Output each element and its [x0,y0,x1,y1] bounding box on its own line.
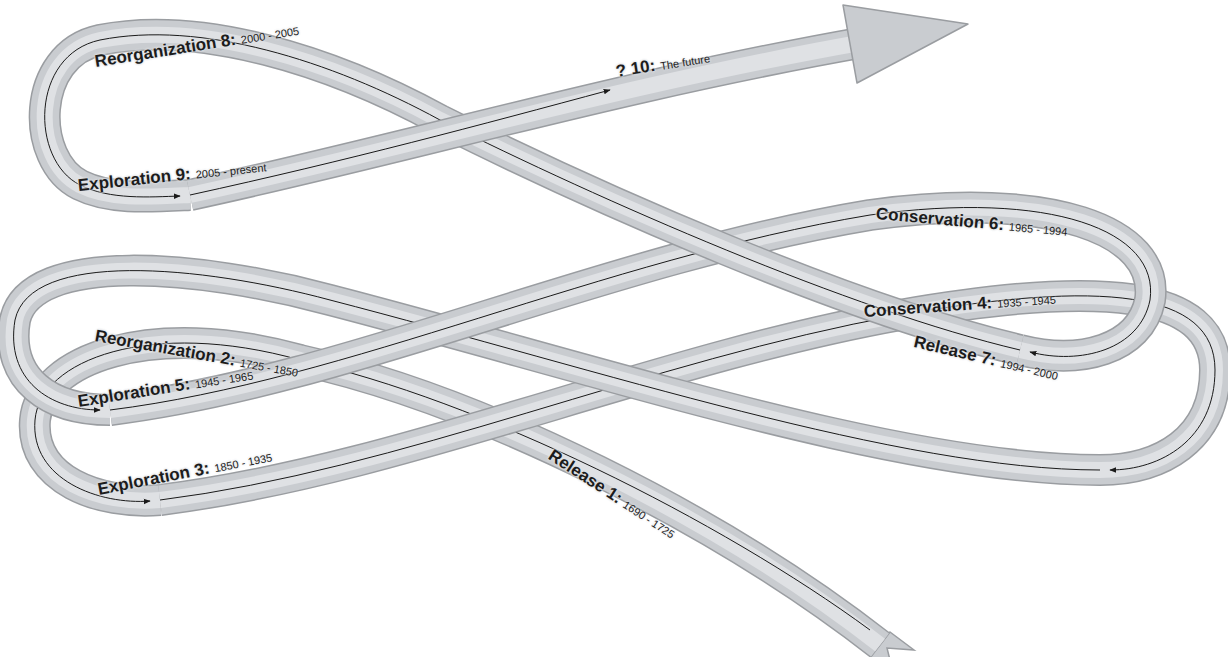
flow-line [35,343,870,630]
ribbon-segment [110,208,1151,410]
phase-label: Release 7:1994 - 2000 [912,332,1061,385]
flow-line [110,208,1151,410]
ribbon-segment [190,5,968,195]
ribbon-edge [110,208,1151,410]
phase-name: Release 1: [545,446,626,509]
phase-dates: The future [659,52,710,72]
phase-label: ? 10:The future [614,47,711,82]
phase-label: Exploration 5:1945 - 1965 [76,364,254,411]
phase-name: Exploration 9: [77,164,192,196]
phase-name: Reorganization 2: [93,326,237,370]
phase-dates: 1945 - 1965 [194,369,254,390]
phase-dates: 1965 - 1994 [1008,221,1068,238]
phase-label: Conservation 6:1965 - 1994 [875,204,1068,241]
phase-name: Release 7: [912,332,998,370]
phase-dates: 2005 - present [195,161,267,180]
ribbon-edge [190,42,865,195]
ribbon-highlight [110,208,1151,410]
phase-label: Exploration 9:2005 - present [77,156,267,196]
flow-line [45,35,1020,350]
phase-dates: 2000 - 2005 [240,25,300,46]
phase-dates: 1935 - 1945 [997,294,1056,310]
phase-name: Exploration 5: [76,374,191,411]
phase-label: Reorganization 2:1725 - 1850 [93,326,300,382]
flow-line [190,90,610,195]
ribbon-segment [45,35,1020,350]
phase-name: ? 10: [614,56,656,82]
ribbon-body [190,42,865,195]
phase-name: Conservation 4: [863,293,993,322]
ribbon-arrowhead [843,5,968,83]
phase-label: Release 1:1690 - 1725 [545,446,680,543]
phase-name: Reorganization 8: [93,30,237,72]
phase-dates: 1850 - 1935 [213,451,273,474]
phase-name: Conservation 6: [875,204,1005,235]
phase-label: Exploration 3:1850 - 1935 [96,446,274,499]
ribbon-edge [45,35,1020,350]
phase-dates: 1994 - 2000 [999,357,1059,382]
ribbon-highlight [190,42,865,195]
phase-dates: 1690 - 1725 [621,498,677,540]
ribbon-highlight [45,35,1020,350]
phase-name: Exploration 3: [96,459,211,500]
phase-label: Conservation 4:1935 - 1945 [863,289,1056,322]
ribbon-body [110,208,1151,410]
phase-label: Reorganization 8:2000 - 2005 [93,20,300,72]
ribbon-body [45,35,1020,350]
